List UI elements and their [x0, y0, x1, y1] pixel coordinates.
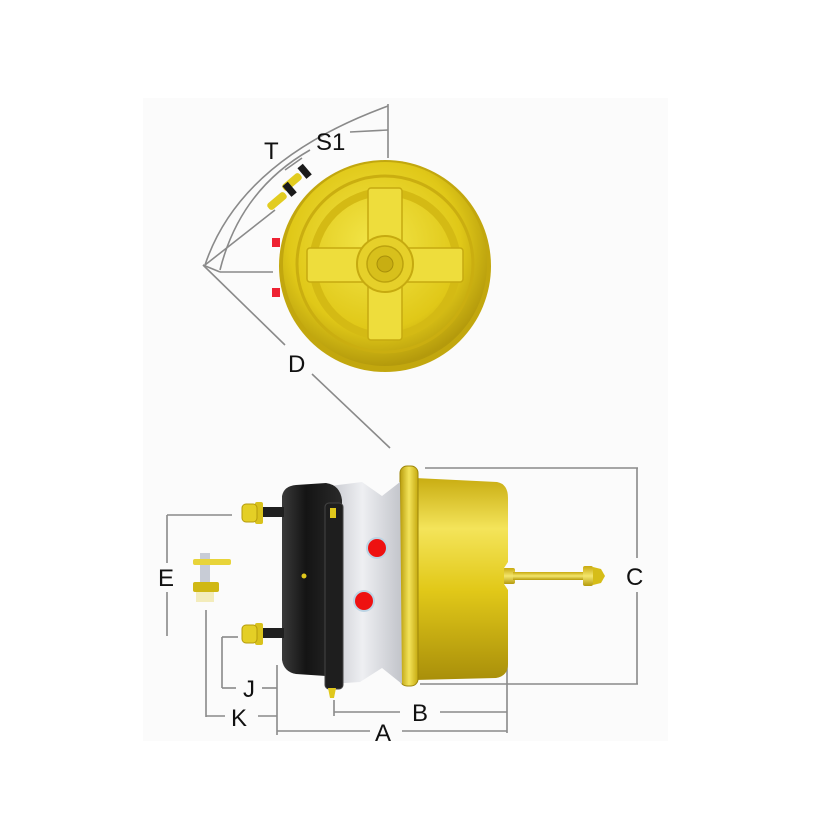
- port-red-upper: [368, 539, 386, 557]
- dim-tick-S1: [284, 157, 303, 171]
- chamber-flange: [399, 465, 419, 687]
- dim-arc-T-outer: [204, 105, 389, 266]
- dim-vertex: [202, 264, 221, 273]
- label-J: J: [243, 676, 255, 703]
- top-port-red-2: [272, 288, 280, 297]
- dim-ray-D-upper: [202, 264, 286, 346]
- mounting-studs: [241, 502, 284, 645]
- dim-leader-S1: [349, 129, 389, 133]
- label-T: T: [264, 138, 279, 165]
- port-red-lower: [355, 592, 373, 610]
- label-C: C: [626, 564, 643, 591]
- clevis: [193, 553, 231, 602]
- label-K: K: [231, 705, 247, 732]
- drain-fitting: [328, 688, 336, 698]
- dim-ray-T: [204, 209, 276, 266]
- label-A: A: [375, 720, 391, 747]
- clamp-band: [324, 502, 344, 690]
- top-view-dimension-lines: [202, 104, 391, 449]
- dim-ray-D-lower: [311, 373, 391, 449]
- label-B: B: [412, 700, 428, 727]
- side-view-dimension-lines: [166, 467, 638, 735]
- label-D: D: [288, 351, 305, 378]
- top-view: T S1 D: [202, 104, 491, 449]
- top-port-red-1: [272, 238, 280, 247]
- label-E: E: [158, 565, 174, 592]
- label-S1: S1: [316, 129, 345, 156]
- top-fittings: [267, 163, 312, 210]
- center-body: [330, 482, 402, 684]
- dim-arc-S1-inner: [219, 149, 311, 271]
- push-rod: [503, 566, 605, 586]
- service-chamber: [415, 478, 508, 680]
- side-view: C B A E J K: [158, 465, 643, 747]
